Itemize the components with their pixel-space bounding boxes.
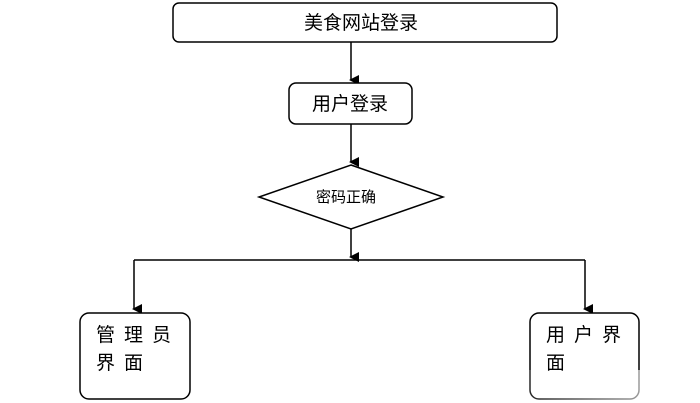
admin-ui-label: 管理员界面 [96, 324, 181, 374]
user-login-label: 用户登录 [312, 93, 389, 115]
user-ui-label: 用户界面 [546, 324, 631, 374]
food-site-login-label: 美食网站登录 [304, 12, 419, 34]
password-correct-label: 密码正确 [316, 188, 377, 206]
food-site-login-box [172, 2, 558, 43]
